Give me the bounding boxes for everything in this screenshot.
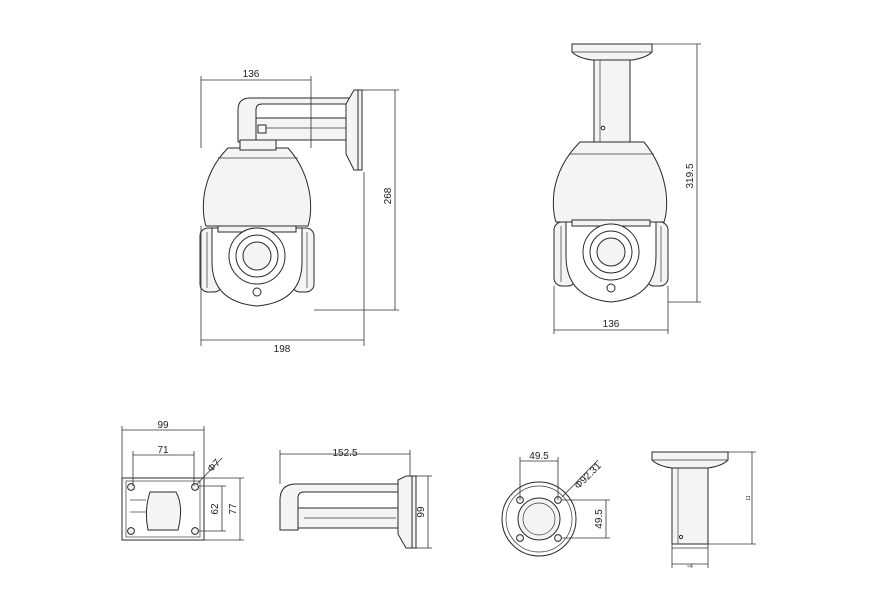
wall-bracket-view: 152.5 99 (279, 448, 432, 549)
dim-wall-width-bottom: 198 (274, 344, 291, 355)
dim-pendant-height: 319.5 (685, 163, 696, 188)
dim-plate-inner-width: 71 (157, 445, 169, 456)
wall-mount-camera-view: 136 198 268 (199, 69, 399, 355)
dim-pole-height: 11 (746, 495, 752, 500)
dim-wall-width-top: 136 (243, 69, 260, 80)
dim-bracket-length: 152.5 (332, 448, 357, 459)
dim-flange-spacing-x: 49.5 (529, 451, 549, 462)
dim-bracket-plate-height: 99 (416, 506, 427, 518)
dim-flange-dia: Φ92.31 (573, 460, 604, 491)
flange-view: 49.5 Φ92.31 49.5 (501, 451, 610, 557)
dim-plate-outer-height: 77 (228, 503, 239, 515)
dim-flange-spacing-y: 49.5 (594, 509, 605, 529)
dim-plate-inner-height: 62 (210, 503, 221, 515)
dim-pole-base: ≈4 (687, 564, 693, 570)
pendant-mount-camera-view: 319.5 136 (552, 43, 701, 334)
dim-plate-outer-width: 99 (157, 420, 169, 431)
pendant-pole-view: ≈4 11 (651, 451, 756, 570)
dim-wall-height: 268 (383, 187, 394, 204)
mount-plate-view: 99 71 Φ7 62 77 (121, 420, 244, 541)
dim-pendant-width: 136 (603, 319, 620, 330)
